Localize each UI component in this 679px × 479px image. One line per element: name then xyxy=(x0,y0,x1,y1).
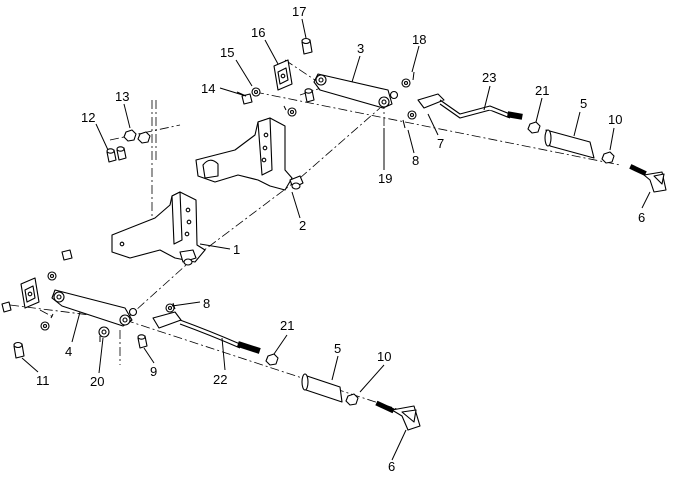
part-23-upper-cable xyxy=(417,93,523,120)
part-2-upper-bracket xyxy=(195,117,304,191)
washers-and-nuts xyxy=(40,71,615,406)
callout-3: 3 xyxy=(357,41,364,56)
callout-12: 12 xyxy=(81,110,95,125)
callout-10-upper: 10 xyxy=(608,112,622,127)
callout-labels: 1 2 3 4 5 5 6 6 7 8 8 9 10 10 11 12 13 1… xyxy=(36,4,645,474)
callout-16: 16 xyxy=(251,25,265,40)
callout-5-upper: 5 xyxy=(580,96,587,111)
callout-21-upper: 21 xyxy=(535,83,549,98)
part-5-adjusters xyxy=(301,129,595,403)
callout-7: 7 xyxy=(437,136,444,151)
part-6-clevis-ends xyxy=(375,164,667,431)
part-1-lower-bracket xyxy=(111,191,206,266)
callout-19: 19 xyxy=(378,171,392,186)
callout-18: 18 xyxy=(412,32,426,47)
callout-5-lower: 5 xyxy=(334,341,341,356)
callout-23: 23 xyxy=(482,70,496,85)
callout-20: 20 xyxy=(90,374,104,389)
part-22-lower-cable xyxy=(152,311,261,354)
callout-21-lower: 21 xyxy=(280,318,294,333)
callout-9: 9 xyxy=(150,364,157,379)
callout-1: 1 xyxy=(233,242,240,257)
part-3-upper-link xyxy=(313,73,399,109)
part-4-lower-link xyxy=(51,289,138,327)
center-lines xyxy=(9,59,621,411)
callout-6-upper: 6 xyxy=(638,210,645,225)
callout-22: 22 xyxy=(213,372,227,387)
lower-clevis-block xyxy=(20,277,40,309)
pins-and-bolts xyxy=(1,37,315,359)
leader-lines xyxy=(21,18,651,461)
callout-14: 14 xyxy=(201,81,215,96)
callout-10-lower: 10 xyxy=(377,349,391,364)
callout-2: 2 xyxy=(299,218,306,233)
callout-17: 17 xyxy=(292,4,306,19)
callout-15: 15 xyxy=(220,45,234,60)
callout-13: 13 xyxy=(115,89,129,104)
part-16-upper-clevis-block xyxy=(273,59,293,91)
callout-4: 4 xyxy=(65,344,72,359)
callout-8-upper: 8 xyxy=(412,153,419,168)
callout-11: 11 xyxy=(36,373,50,388)
callout-6-lower: 6 xyxy=(388,459,395,474)
callout-8-lower: 8 xyxy=(203,296,210,311)
